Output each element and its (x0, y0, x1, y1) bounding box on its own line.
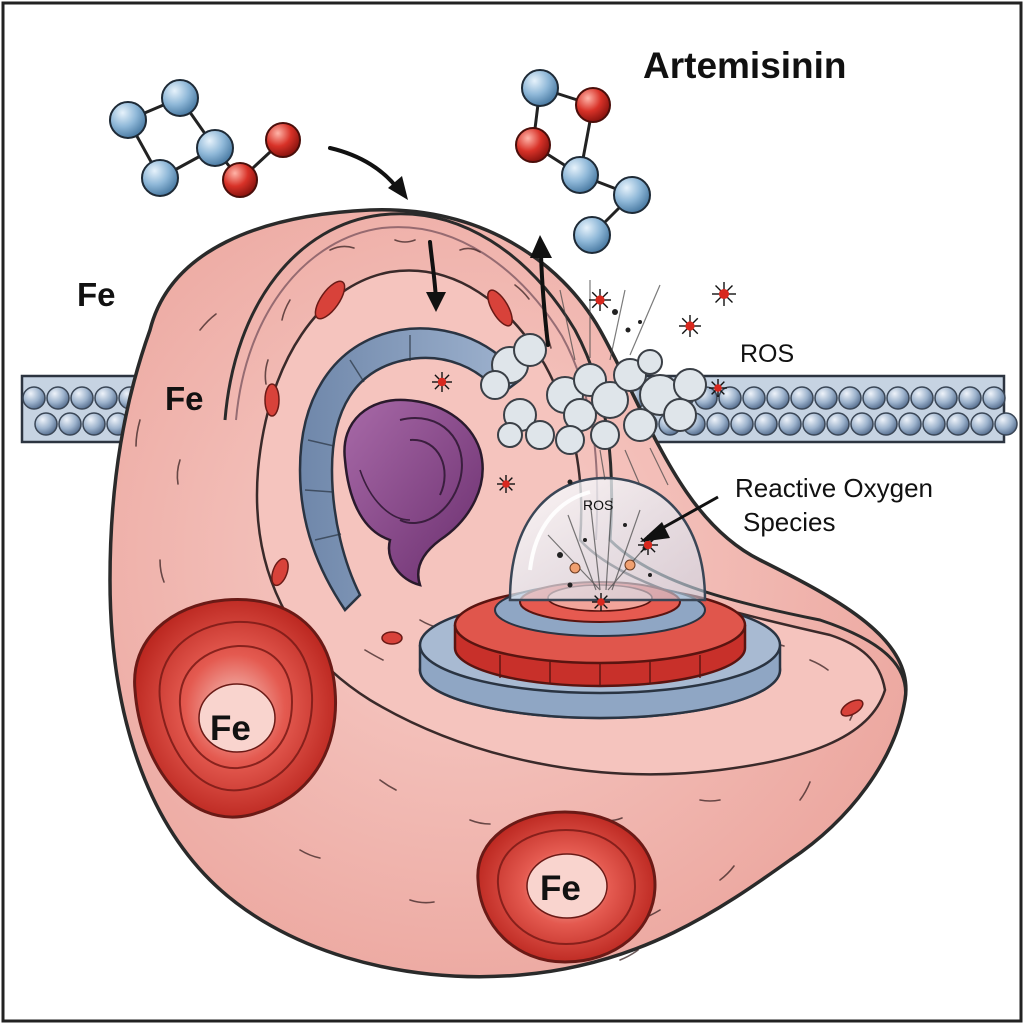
reactive-pointer-line (649, 495, 719, 537)
ros-burst-cloud (480, 333, 707, 455)
reactive-oxygen-label: Reactive Oxygen (735, 473, 933, 503)
oxidized-molecule-icon (515, 69, 651, 254)
iron-granule-bottom-icon (476, 810, 657, 964)
membrane-bead (970, 412, 994, 436)
membrane-bead (754, 412, 778, 436)
ros-star-icon (679, 315, 701, 337)
ros-star-icon (497, 475, 515, 493)
fe-label-granule-bottom: Fe (540, 869, 581, 908)
arrow-head-3 (530, 235, 552, 258)
ros-star-icon (712, 282, 736, 306)
release-arrow-icon (539, 253, 550, 347)
membrane-bead (886, 386, 910, 410)
arrow-head-1 (388, 176, 408, 200)
artemisinin-molecule-icon (109, 79, 301, 198)
membrane-bead (922, 412, 946, 436)
membrane-bead (730, 412, 754, 436)
membrane-bead (706, 412, 730, 436)
membrane-bead (994, 412, 1018, 436)
ros-burst-icons (432, 282, 736, 611)
membrane-bead (766, 386, 790, 410)
species-label: Species (743, 507, 836, 537)
membrane-bead (826, 412, 850, 436)
arrow-head-2 (426, 292, 446, 312)
membrane-bead (946, 412, 970, 436)
membrane-bead (778, 412, 802, 436)
membrane-bead (58, 412, 82, 436)
iron-granule-left-icon (133, 597, 338, 819)
membrane-bead (802, 412, 826, 436)
membrane-bead (862, 386, 886, 410)
ros-star-icon (589, 289, 611, 311)
ros-star-icon (709, 379, 727, 397)
membrane-bead (814, 386, 838, 410)
membrane-bead (82, 412, 106, 436)
membrane-bead (718, 386, 742, 410)
membrane-bead (982, 386, 1006, 410)
ros-label-membrane: ROS (740, 340, 794, 368)
membrane-bead (850, 412, 874, 436)
membrane-bead (910, 386, 934, 410)
membrane-bead (874, 412, 898, 436)
ros-label-dome: ROS (583, 497, 613, 513)
fe-label-granule-left: Fe (210, 709, 251, 748)
ros-star-icon (592, 593, 610, 611)
membrane-bead (898, 412, 922, 436)
membrane-bead (22, 386, 46, 410)
membrane-bead (934, 386, 958, 410)
membrane-bead (958, 386, 982, 410)
membrane-bead (70, 386, 94, 410)
fe-label-outside: Fe (77, 276, 116, 313)
membrane-bead (46, 386, 70, 410)
fe-label-cytoplasm: Fe (165, 380, 204, 417)
organelle-coil (343, 398, 484, 587)
ros-star-icon (432, 372, 452, 392)
membrane-bead (742, 386, 766, 410)
membrane-bead (838, 386, 862, 410)
membrane-bead (94, 386, 118, 410)
membrane-bead (34, 412, 58, 436)
diagram-title: Artemisinin (643, 45, 847, 86)
membrane-bead (790, 386, 814, 410)
